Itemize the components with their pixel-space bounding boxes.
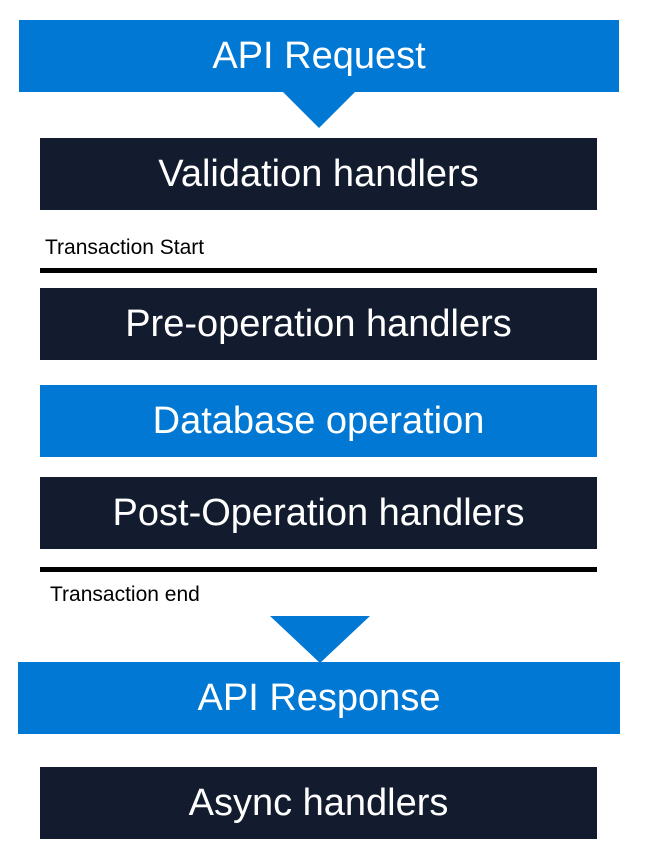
transaction-end-rule: [40, 567, 597, 572]
async-handlers-label: Async handlers: [188, 781, 449, 824]
transaction-end-label: Transaction end: [50, 583, 200, 606]
pre-operation-handlers-label: Pre-operation handlers: [125, 302, 512, 345]
transaction-start-label: Transaction Start: [45, 236, 205, 259]
api-response-label: API Response: [197, 676, 441, 719]
transaction-start-rule: [40, 268, 597, 273]
database-operation-label: Database operation: [152, 399, 485, 442]
validation-handlers-label: Validation handlers: [158, 152, 479, 195]
pre-operation-handlers-box: Pre-operation handlers: [40, 288, 597, 360]
api-response-box: API Response: [18, 662, 620, 734]
request-arrow-icon: [282, 91, 356, 128]
validation-handlers-box: Validation handlers: [40, 138, 597, 210]
async-handlers-box: Async handlers: [40, 767, 597, 839]
post-operation-handlers-label: Post-Operation handlers: [112, 491, 525, 534]
api-request-label: API Request: [212, 34, 426, 77]
post-operation-handlers-box: Post-Operation handlers: [40, 477, 597, 549]
response-arrow-icon: [270, 616, 370, 663]
api-request-box: API Request: [19, 20, 619, 92]
database-operation-box: Database operation: [40, 385, 597, 457]
